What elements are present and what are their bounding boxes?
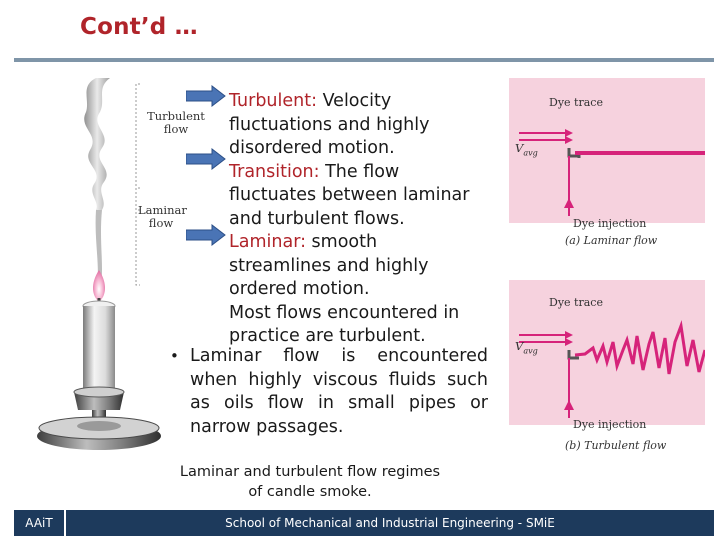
dye-injection-arrow <box>564 198 574 208</box>
title-divider <box>14 58 714 62</box>
overlap-note: Most flows encountered in practice are t… <box>229 302 460 347</box>
bullet-dot: • <box>170 347 179 365</box>
laminar-label-line1: Laminar <box>138 203 187 217</box>
laminar-flow-label: Laminar flow <box>138 203 187 230</box>
footer-institution: AAiT <box>25 516 53 530</box>
candle-smoke-figure: Turbulent flow Laminar flow <box>30 70 210 470</box>
candle-illustration <box>37 78 161 450</box>
transition-definition: Transition: The flow fluctuates between … <box>229 161 479 232</box>
turbulent-vavg-label: Vavg <box>515 340 538 357</box>
footer-bar: AAiT School of Mechanical and Industrial… <box>14 510 714 536</box>
turbulent-smoke <box>84 78 110 210</box>
figure-caption: Laminar and turbulent flow regimes of ca… <box>160 462 460 502</box>
caption-line1: Laminar and turbulent flow regimes <box>179 464 441 480</box>
vavg-subscript: avg <box>523 148 538 158</box>
arrow-right-icon <box>186 224 226 246</box>
laminar-text: smooth streamlines and highly ordered mo… <box>229 232 429 299</box>
turbulent-label-line1: Turbulent <box>147 109 205 123</box>
vavg-symbol: V <box>515 141 524 155</box>
transition-text: The flow fluctuates between laminar and … <box>229 161 470 229</box>
turbulent-diagram <box>509 280 705 425</box>
laminar-dye-injection-label: Dye injection <box>573 217 647 230</box>
laminar-definition: Laminar: smooth streamlines and highly o… <box>229 231 479 302</box>
turbulent-definition: Turbulent: Velocity fluctuations and hig… <box>229 90 479 161</box>
turbulent-dye-trace-label: Dye trace <box>549 296 603 309</box>
laminar-smoke <box>95 210 102 285</box>
flow-definitions: Turbulent: Velocity fluctuations and hig… <box>229 90 479 349</box>
caption-line2: of candle smoke. <box>248 484 372 500</box>
vavg-arrowhead <box>565 129 573 137</box>
turbulent-flow-label: Turbulent flow <box>144 110 208 136</box>
footer-separator <box>64 510 66 536</box>
laminar-label-line2: flow <box>148 216 174 230</box>
flame <box>92 270 106 302</box>
turbulent-panel-bg <box>509 280 705 425</box>
arrow-right-icon <box>186 85 226 107</box>
turbulent-dye-injection-label: Dye injection <box>573 418 647 431</box>
turbulent-text: Velocity fluctuations and highly disorde… <box>229 91 430 158</box>
laminar-caption: (a) Laminar flow <box>565 234 658 247</box>
laminar-flow-panel: Dye trace Vavg Dye injection (a) Laminar… <box>509 78 705 247</box>
laminar-dye-trace-label: Dye trace <box>549 96 603 109</box>
vavg-symbol: V <box>515 339 524 353</box>
laminar-bullet: • Laminar flow is encountered when highl… <box>170 345 488 439</box>
laminar-diagram <box>509 78 705 223</box>
transition-term: Transition: <box>229 161 320 182</box>
turbulent-dye-trace <box>574 320 705 375</box>
footer-school: School of Mechanical and Industrial Engi… <box>225 516 555 530</box>
laminar-panel-bg <box>509 78 705 223</box>
laminar-vavg-label: Vavg <box>515 142 538 159</box>
bullet-text: Laminar flow is encountered when highly … <box>190 346 488 437</box>
slide-title: Cont’d … <box>80 14 198 40</box>
turbulent-flow-panel: Dye trace Vavg Dye injection (b) Turbule… <box>509 280 705 452</box>
turbulent-caption: (b) Turbulent flow <box>565 439 667 452</box>
turbulent-label-line2: flow <box>163 122 189 136</box>
vavg-subscript: avg <box>523 346 538 356</box>
arrow-right-icon <box>186 148 226 170</box>
laminar-term: Laminar: <box>229 232 306 252</box>
dye-needle <box>567 148 581 158</box>
laminar-dye-trace <box>575 151 705 155</box>
turbulent-term: Turbulent: <box>229 91 317 111</box>
